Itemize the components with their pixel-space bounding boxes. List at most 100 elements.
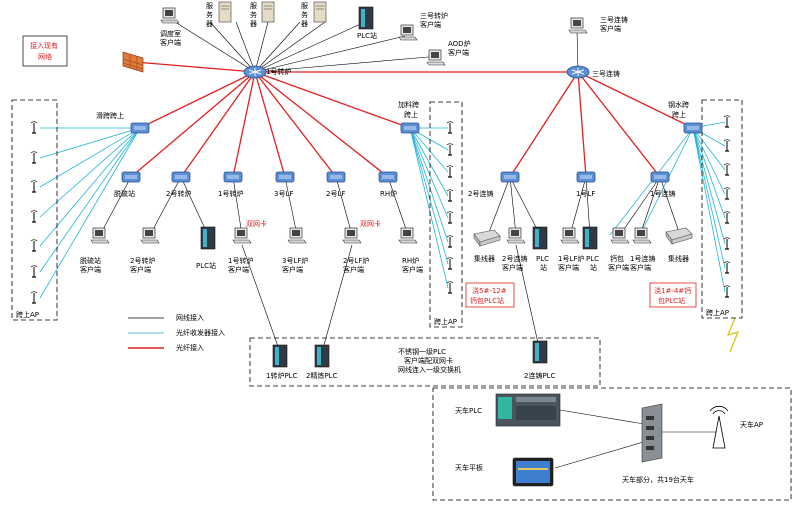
nic-label-1: 双网卡	[246, 219, 267, 228]
plc-3-icon	[532, 340, 548, 364]
lf3-switch-icon	[275, 171, 295, 183]
lf1-switch-icon	[576, 171, 596, 183]
bof3-label-2: 客户端	[420, 20, 441, 29]
collector-2-icon	[665, 227, 693, 245]
bof2-pc-icon	[140, 227, 160, 244]
collector-1-icon	[473, 229, 501, 247]
bof3-label-1: 三号转炉	[420, 11, 448, 20]
bof1-switch-label: 1号转炉	[218, 189, 243, 198]
ap-icon	[30, 239, 38, 252]
ap-icon	[446, 121, 454, 134]
ap-column-3	[723, 115, 731, 298]
crane-group-3-frame	[701, 99, 743, 319]
cc3-label-2: 客户端	[600, 24, 621, 33]
cc2-client-1: 2号连铸	[502, 254, 527, 263]
cc1-pc-icon	[632, 227, 652, 244]
plc-station-box-1-line-1: 浇5#-12#	[472, 286, 507, 295]
server-3-label-c: 器	[301, 20, 308, 28]
crane-switch-icon	[641, 403, 663, 463]
desulf-switch-label: 脱硫站	[114, 189, 135, 198]
crane-group-1-label: 滑跨跨上	[96, 111, 124, 120]
server-3-label-b: 务	[301, 10, 308, 19]
lf1-client-2: 客户端	[558, 263, 579, 272]
ap-icon	[30, 291, 38, 304]
bof2-client-1: 2号转炉	[130, 256, 155, 265]
plc-station-box-2-line-2: 包PLC站	[658, 296, 685, 305]
core-switch-2-label: 三号连铸	[592, 69, 620, 78]
cc2-switch-label: 2号连铸	[468, 189, 493, 198]
crane-switch-3-icon	[683, 122, 703, 134]
server-1-label-b: 务	[206, 10, 213, 19]
plc-station-box-1-line-2: 钙包PLC站	[470, 296, 504, 305]
firewall-icon	[122, 51, 144, 73]
server-2-label-b: 务	[250, 10, 257, 19]
crane-tablet-label: 天车平板	[455, 463, 483, 472]
lf2-client-1: 2号LF炉	[343, 256, 369, 265]
ap-icon	[30, 265, 38, 278]
cc2-switch-icon	[500, 171, 520, 183]
cc3-label-1: 三号连铸	[600, 15, 628, 24]
top-plc-icon	[358, 6, 374, 30]
ap-column-1	[30, 121, 38, 304]
crane-ap-tower-icon	[709, 405, 729, 449]
legend-wire-label: 网线接入	[176, 313, 204, 322]
server-2-label-c: 器	[250, 20, 257, 28]
bof3-pc-icon	[398, 24, 418, 41]
rh-client-1: RH炉	[402, 256, 419, 265]
plc-note-2: 客户端配双网卡	[404, 356, 453, 365]
crane-plc-label: 天车PLC	[455, 406, 482, 415]
plc-station-box-2	[649, 282, 697, 308]
cc3-pc-icon	[568, 17, 588, 34]
crane-switch-1-icon	[130, 122, 150, 134]
bof1-switch-icon	[223, 171, 243, 183]
server-1-label-c: 器	[206, 20, 213, 28]
top-plc-label: PLC站	[357, 31, 377, 40]
core-switch-1-label: 1号转炉	[266, 67, 291, 76]
lf1-client-1: 1号LF炉	[558, 254, 584, 263]
ladle-pc-icon	[610, 227, 630, 244]
bof2-client-2: 客户端	[130, 265, 151, 274]
server-1-label-a: 服	[206, 2, 213, 10]
nic-label-2: 双网卡	[360, 219, 381, 228]
ap-icon	[30, 210, 38, 223]
cc2-pc-icon	[506, 227, 526, 244]
plc-3-label: 2连铸PLC	[524, 371, 556, 380]
caster-plc-2-icon	[582, 226, 598, 250]
dispatch-label-1: 调度室	[160, 29, 181, 38]
crane-plc-icon	[495, 393, 561, 427]
desulf-client-2: 客户端	[80, 265, 101, 274]
lf2-pc-icon	[342, 227, 362, 244]
dispatch-pc-icon	[160, 7, 180, 24]
lf3-client-2: 客户端	[282, 265, 303, 274]
rh-switch-label: RH炉	[380, 189, 397, 198]
internet-label-2: 网络	[38, 52, 52, 61]
crane-tablet-icon	[512, 457, 554, 487]
caster-plc-1-label-a: PLC	[536, 255, 549, 263]
lf3-client-1: 3号LF炉	[282, 256, 308, 265]
plc-1-label: 1转炉PLC	[266, 371, 298, 380]
cc1-client-2: 客户端	[630, 263, 651, 272]
ap-icon	[723, 139, 731, 152]
crane-ap-label: 天车AP	[740, 420, 763, 429]
legend-fiber-tx-label: 光纤收发器接入	[176, 328, 225, 337]
internet-box	[22, 35, 68, 67]
plc-note-1: 不锈钢一级PLC	[398, 347, 446, 356]
aod-label-1: AOD炉	[448, 39, 471, 48]
ap-icon	[30, 151, 38, 164]
ap-icon	[446, 143, 454, 156]
left-plc-label: PLC站	[196, 261, 216, 270]
crane-switch-2-icon	[400, 122, 420, 134]
lf2-client-2: 客户端	[343, 265, 364, 274]
cc2-client-2: 客户端	[502, 263, 523, 272]
ap-label-2: 跨上AP	[434, 317, 457, 326]
caster-plc-2-label-b: 站	[590, 263, 597, 272]
crane-note: 天车部分，共19台天车	[622, 475, 694, 484]
crane-group-2-label-1: 加料跨	[398, 100, 419, 109]
server-2-label-a: 服	[250, 2, 257, 10]
collector-2-label: 集线器	[668, 254, 689, 263]
plc-1-icon	[272, 344, 288, 368]
plc-2-icon	[314, 344, 330, 368]
lf1-pc-icon	[560, 227, 580, 244]
bof2-switch-label: 2号转炉	[166, 189, 191, 198]
bof2-switch-icon	[171, 171, 191, 183]
